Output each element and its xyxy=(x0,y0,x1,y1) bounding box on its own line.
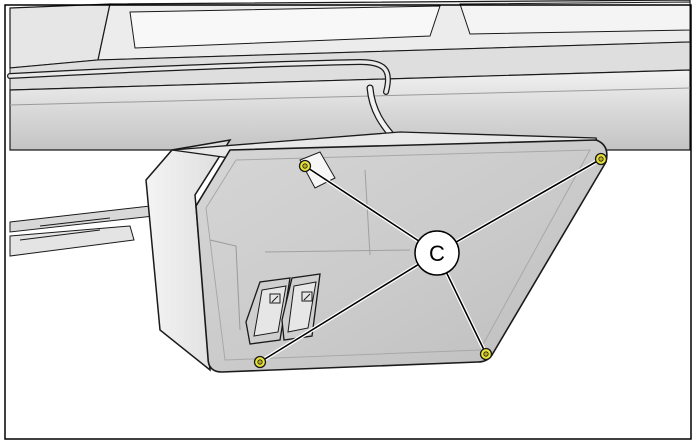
switch-rear-washer[interactable] xyxy=(281,273,321,341)
switch-rear-wiper[interactable] xyxy=(245,277,291,345)
fastener-top-right xyxy=(594,152,608,166)
rear-wiper-icon xyxy=(269,293,281,304)
callout-leaders xyxy=(258,157,602,364)
cable-harness xyxy=(7,58,400,144)
callout-c: C xyxy=(414,230,460,276)
rear-washer-icon xyxy=(301,291,313,302)
callout-circle xyxy=(414,230,460,276)
fastener-bottom-left xyxy=(253,355,267,369)
fastener-bottom-right xyxy=(479,347,493,361)
fastener-top-left xyxy=(298,159,312,173)
leader-fastener-top-right xyxy=(455,158,602,243)
switch-bank xyxy=(245,273,321,345)
callout-label: C xyxy=(429,241,445,266)
wiper-bracket xyxy=(9,205,155,257)
frame-border xyxy=(4,4,692,440)
leader-fastener-top-left xyxy=(304,165,420,242)
roof-structure xyxy=(9,0,691,151)
leader-fastener-bottom-left xyxy=(259,263,419,363)
leader-fastener-bottom-right xyxy=(445,272,487,355)
fasteners xyxy=(253,152,608,369)
